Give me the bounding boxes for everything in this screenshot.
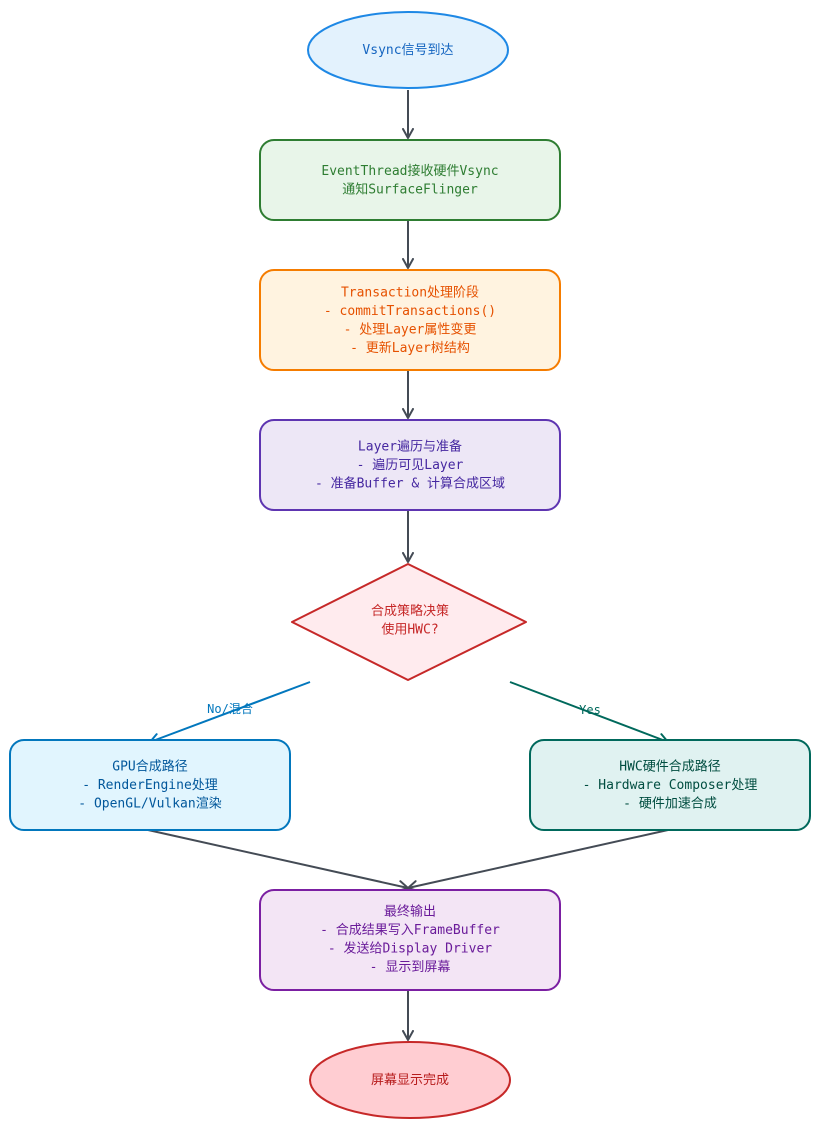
node-final-output-text: 最终输出 - 合成结果写入FrameBuffer - 发送给Display Driv…: [320, 903, 500, 975]
final-output-line-4: - 显示到屏幕: [370, 959, 451, 974]
node-transaction-text: Transaction处理阶段 - commitTransactions() - 处…: [324, 285, 496, 356]
node-vsync-arrive: Vsync信号到达: [307, 11, 509, 89]
event-thread-line-1: EventThread接收硬件Vsync: [321, 162, 498, 178]
node-display-done: 屏幕显示完成: [309, 1041, 511, 1119]
node-gpu-path-text: GPU合成路径 - RenderEngine处理 - OpenGL/Vulkan渲染: [78, 758, 221, 811]
layer-traverse-line-1: Layer遍历与准备: [358, 438, 462, 454]
node-composition-decision-shape: [291, 563, 527, 681]
edge-decision-to-gpu: [149, 681, 311, 745]
hwc-path-line-1: HWC硬件合成路径: [619, 758, 720, 774]
display-done-line-1: 屏幕显示完成: [371, 1073, 449, 1088]
edge-hwc-to-final: [407, 829, 669, 892]
final-output-line-3: - 发送给Display Driver: [328, 940, 492, 956]
edges: No/混合 Yes: [147, 90, 669, 1041]
node-layer-traverse: Layer遍历与准备 - 遍历可见Layer - 准备Buffer & 计算合成区域: [259, 419, 561, 511]
layer-traverse-line-2: - 遍历可见Layer: [357, 457, 464, 473]
hwc-path-line-2: - Hardware Composer处理: [583, 778, 758, 793]
node-vsync-arrive-shape: [307, 11, 509, 89]
edge-decision-to-hwc: [509, 681, 669, 745]
gpu-path-line-2: - RenderEngine处理: [82, 778, 218, 793]
edge-label-no: No/混合: [207, 701, 253, 716]
node-layer-traverse-shape: [259, 419, 561, 511]
transaction-line-1: Transaction处理阶段: [341, 285, 479, 300]
node-final-output: 最终输出 - 合成结果写入FrameBuffer - 发送给Display Driv…: [259, 889, 561, 991]
edge-gpu-to-final: [147, 829, 409, 892]
node-composition-decision: 合成策略决策使用HWC?: [291, 563, 527, 681]
vsync-arrive-line-1: Vsync信号到达: [362, 43, 453, 58]
node-hwc-path: HWC硬件合成路径 - Hardware Composer处理 - 硬件加速合成: [529, 739, 811, 831]
hwc-path-line-3: - 硬件加速合成: [623, 796, 717, 811]
node-transaction-shape: [259, 269, 561, 371]
composition-decision-line-1: 合成策略决策: [371, 602, 449, 618]
node-event-thread-text: EventThread接收硬件Vsync 通知SurfaceFlinger: [321, 162, 498, 197]
gpu-path-line-1: GPU合成路径: [112, 758, 187, 774]
node-hwc-path-shape: [529, 739, 811, 831]
transaction-line-4: - 更新Layer树结构: [350, 339, 470, 355]
node-final-output-shape: [259, 889, 561, 991]
node-composition-decision-text: 合成策略决策使用HWC?: [371, 602, 449, 637]
nodes: Vsync信号到达 EventThread接收硬件Vsync 通知SurfaceF…: [9, 11, 811, 1119]
node-vsync-arrive-text: Vsync信号到达: [362, 43, 453, 58]
node-display-done-text: 屏幕显示完成: [371, 1073, 449, 1088]
node-event-thread-shape: [259, 139, 561, 221]
node-gpu-path: GPU合成路径 - RenderEngine处理 - OpenGL/Vulkan渲染: [9, 739, 291, 831]
composition-decision-line-2: 使用HWC?: [381, 621, 438, 637]
transaction-line-3: - 处理Layer属性变更: [344, 321, 477, 337]
edge-label-yes: Yes: [579, 703, 601, 717]
node-transaction: Transaction处理阶段 - commitTransactions() - 处…: [259, 269, 561, 371]
event-thread-line-2: 通知SurfaceFlinger: [342, 181, 478, 197]
node-gpu-path-shape: [9, 739, 291, 831]
final-output-line-1: 最终输出: [384, 903, 436, 919]
node-event-thread: EventThread接收硬件Vsync 通知SurfaceFlinger: [259, 139, 561, 221]
node-hwc-path-text: HWC硬件合成路径 - Hardware Composer处理 - 硬件加速合成: [583, 758, 758, 811]
transaction-line-2: - commitTransactions(): [324, 303, 496, 318]
final-output-line-2: - 合成结果写入FrameBuffer: [320, 922, 500, 937]
layer-traverse-line-3: - 准备Buffer & 计算合成区域: [315, 475, 505, 491]
node-display-done-shape: [309, 1041, 511, 1119]
node-layer-traverse-text: Layer遍历与准备 - 遍历可见Layer - 准备Buffer & 计算合成区域: [315, 438, 505, 491]
gpu-path-line-3: - OpenGL/Vulkan渲染: [78, 796, 221, 811]
